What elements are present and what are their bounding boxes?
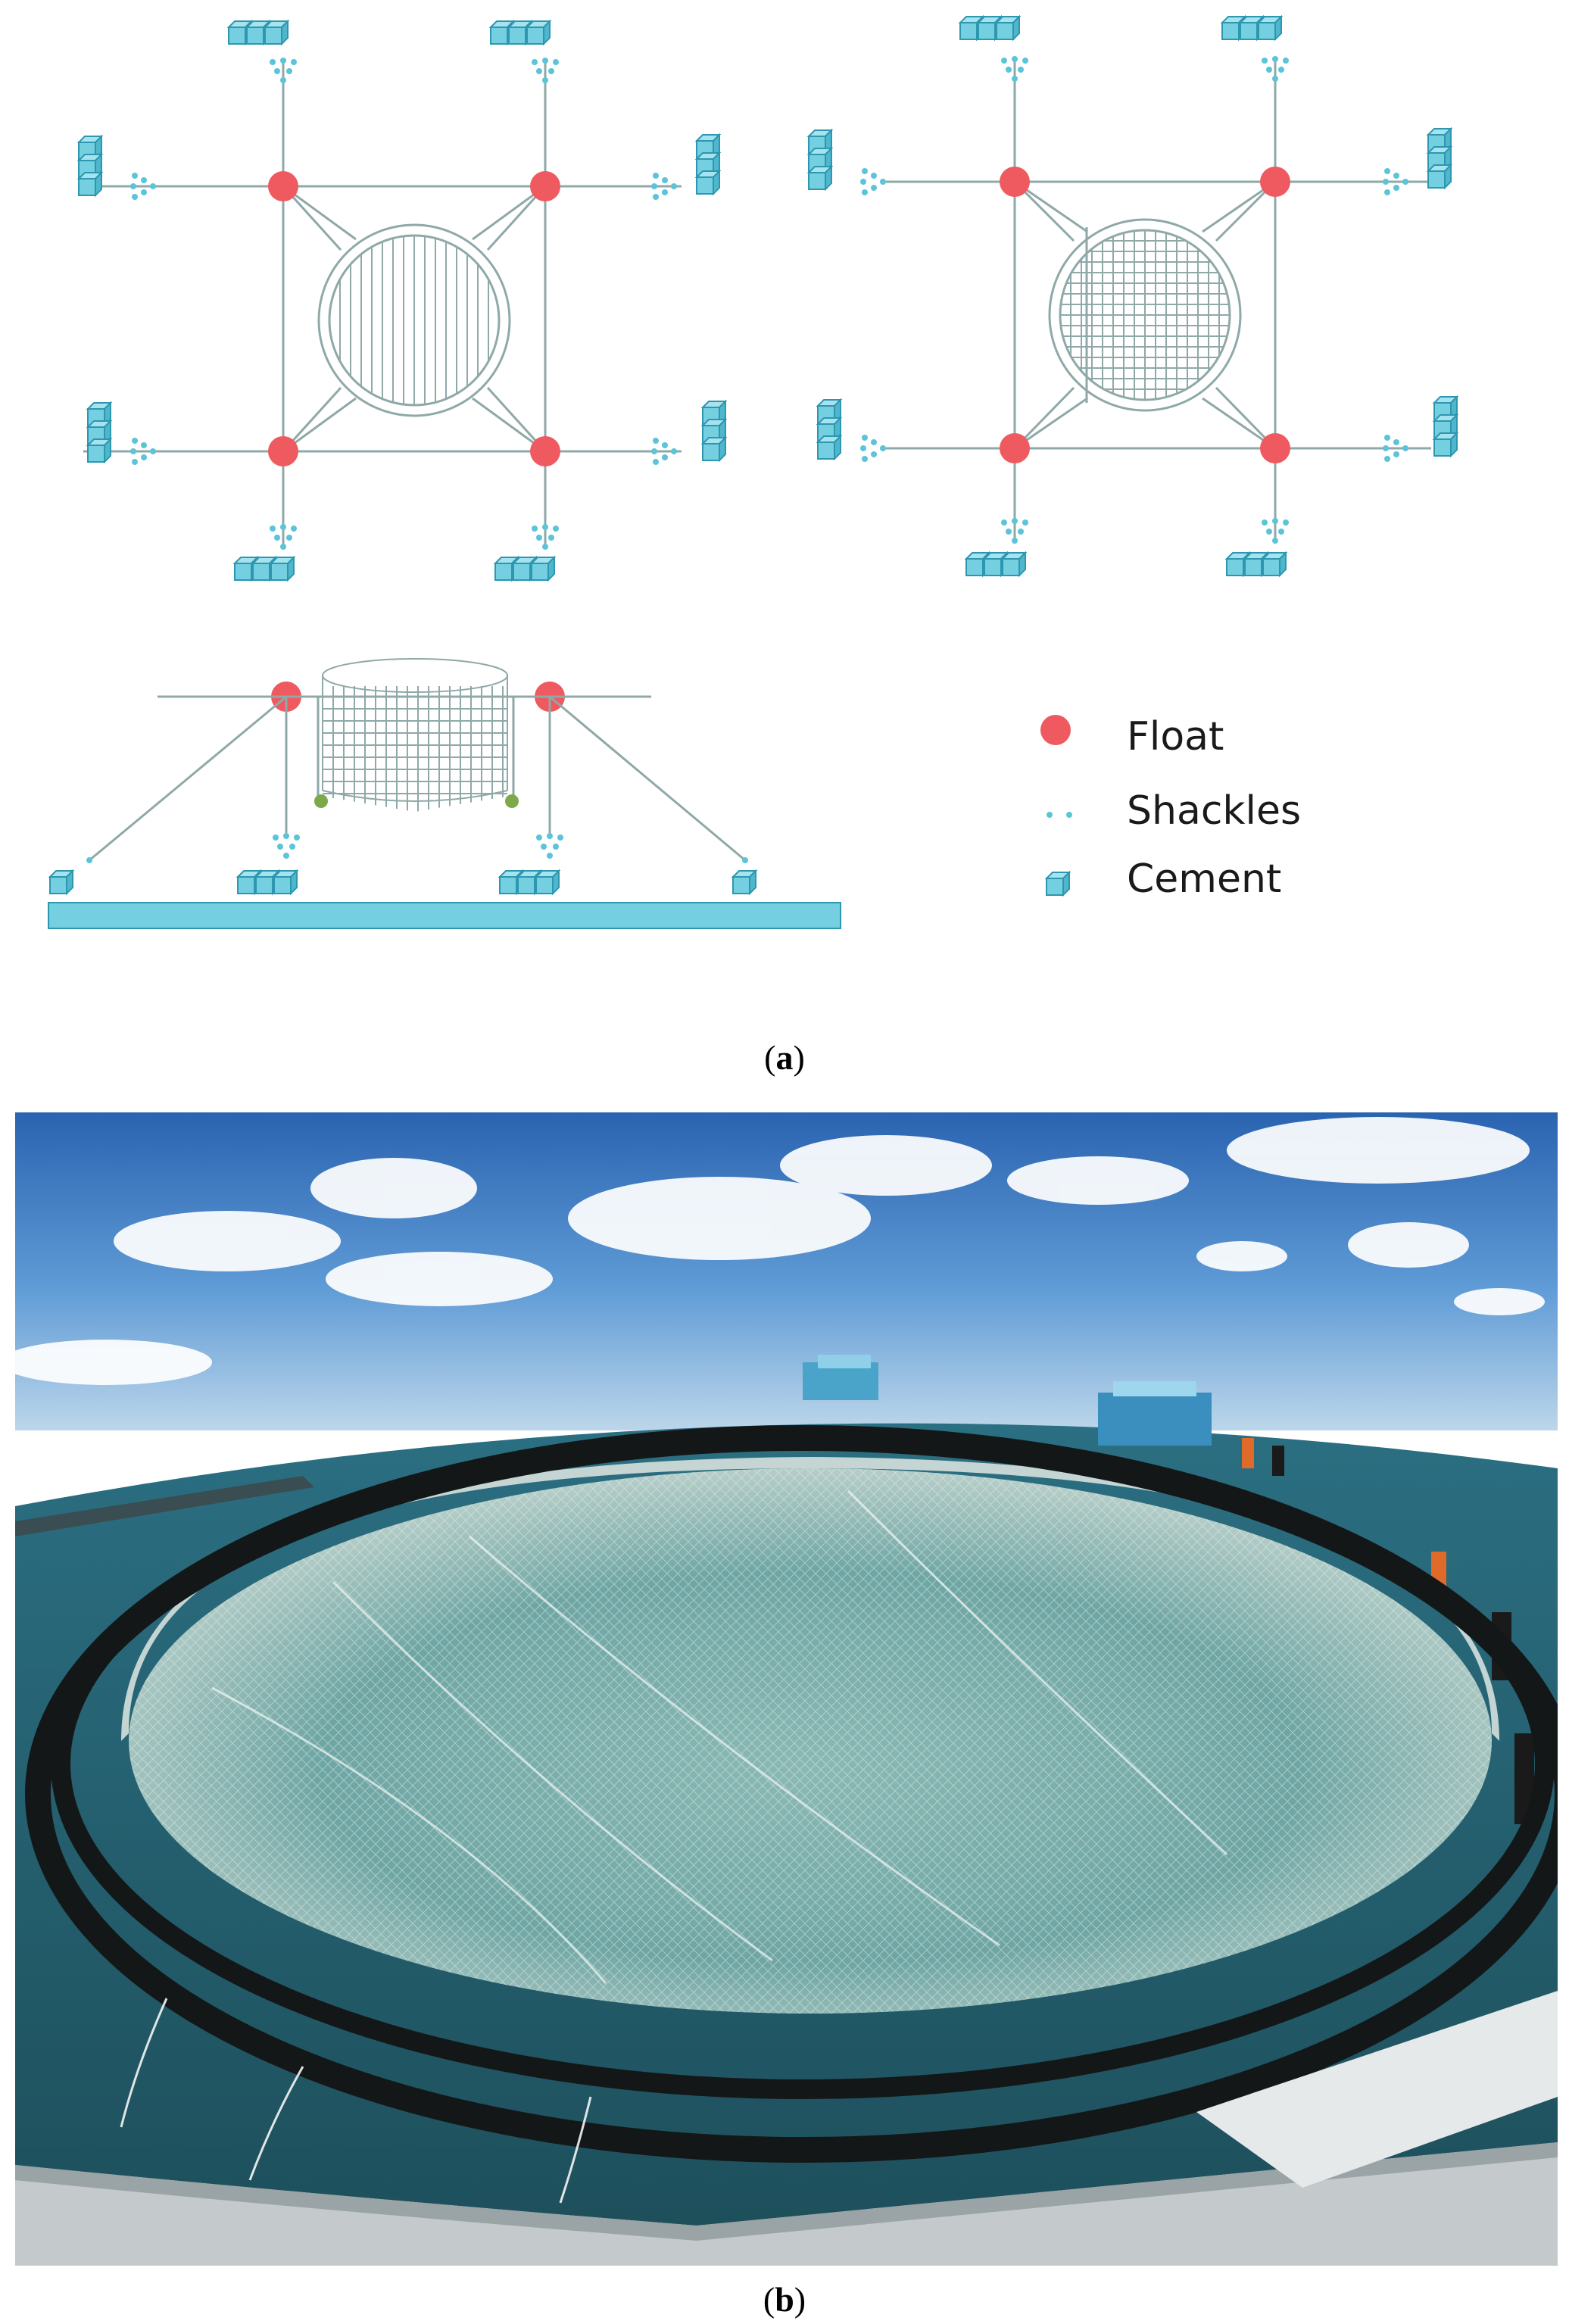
ballast-weight (505, 794, 519, 808)
anchors-right (809, 17, 1457, 576)
cage-net-left (339, 236, 489, 405)
legend-cement-label: Cement (1127, 856, 1281, 902)
side-view (48, 658, 841, 929)
float-marker (1000, 433, 1030, 463)
dock-edge (15, 2142, 1558, 2266)
seabed (48, 902, 841, 929)
cage-net-right (1060, 230, 1230, 400)
float-marker (268, 436, 298, 466)
float-marker (1260, 167, 1290, 197)
floats (268, 167, 1290, 712)
caption-b: (b) (763, 2280, 806, 2319)
legend-shackles-label: Shackles (1127, 788, 1301, 834)
clouds (15, 1117, 1545, 1385)
work-boats (803, 1355, 1212, 1446)
legend-float-icon (1040, 715, 1071, 745)
caption-a: (a) (764, 1038, 805, 1077)
float-marker (268, 171, 298, 201)
float-marker (530, 171, 560, 201)
plan-view-right (886, 61, 1431, 539)
legend-shackle-icon (1047, 812, 1053, 818)
ballast-weight (314, 794, 328, 808)
legend-cement-icon (1046, 872, 1070, 896)
mooring-diagram: Float Shackles Cement (48, 0, 1569, 929)
legend: Float Shackles Cement (1040, 714, 1301, 902)
hdpe-float-ring (25, 1425, 1558, 2163)
float-marker (1260, 433, 1290, 463)
cage-photo (15, 1112, 1558, 2266)
float-marker (530, 436, 560, 466)
side-cage (322, 658, 508, 812)
anchors-left (79, 21, 725, 580)
float-marker (1000, 167, 1030, 197)
legend-float-label: Float (1127, 714, 1224, 760)
